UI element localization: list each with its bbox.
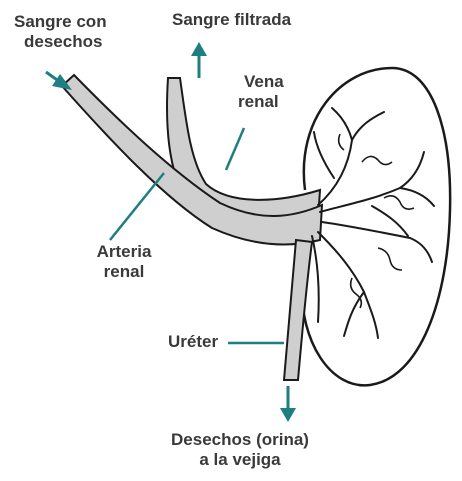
label-waste-out-line1: Desechos (orina) [140, 430, 340, 450]
label-renal-artery-line1: Arteria [82, 242, 166, 262]
label-renal-artery: Arteria renal [82, 242, 166, 282]
label-waste-out: Desechos (orina) a la vejiga [140, 430, 340, 470]
label-blood-in-line2: desechos [14, 32, 107, 52]
label-renal-vein-line1: Vena [238, 72, 284, 92]
label-blood-in: Sangre con desechos [14, 12, 107, 52]
label-renal-vein-line2: renal [238, 92, 284, 112]
label-renal-artery-line2: renal [82, 262, 166, 282]
label-renal-vein: Vena renal [238, 72, 284, 112]
arrow-up-icon [191, 42, 207, 78]
label-blood-filtered: Sangre filtrada [172, 10, 291, 30]
label-blood-in-line1: Sangre con [14, 12, 107, 32]
label-waste-out-line2: a la vejiga [140, 450, 340, 470]
arrow-down-icon [280, 386, 296, 422]
label-ureter: Uréter [168, 332, 218, 352]
